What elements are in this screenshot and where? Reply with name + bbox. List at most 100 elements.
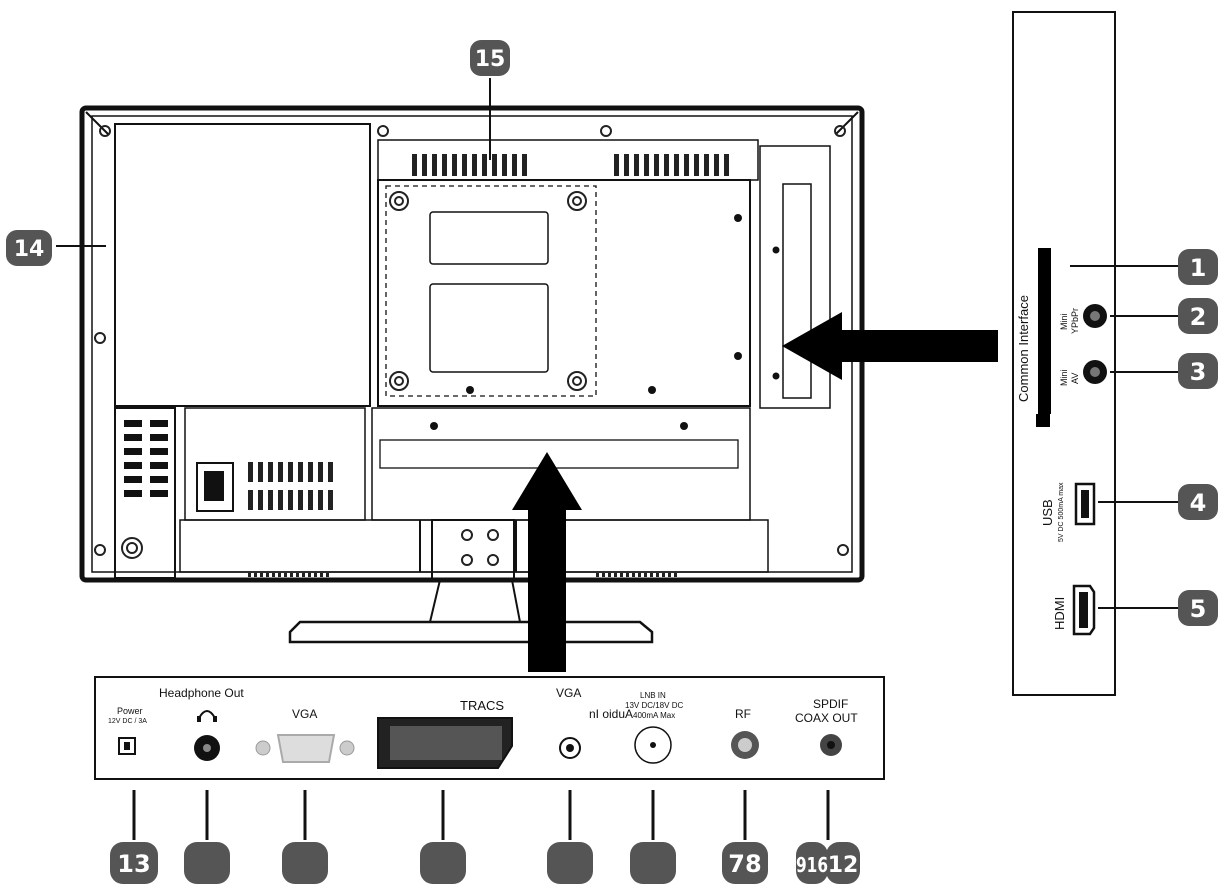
callout-13: 13 (117, 850, 150, 878)
vent-slot (638, 573, 641, 577)
vent-slot (298, 462, 303, 482)
vent-slot (674, 154, 679, 176)
vent-slot (260, 573, 263, 577)
mini-ypbpr-label-2: YPbPr (1070, 308, 1080, 334)
callout-4: 4 (1190, 489, 1207, 517)
mini-ypbpr-label-1: Mini (1059, 313, 1069, 330)
callout-badge-14 (6, 230, 52, 266)
vent-slot (662, 573, 665, 577)
callout-badge-12 (826, 842, 860, 884)
callout-badge-2 (1178, 298, 1218, 334)
spdif-label-1: SPDIF (813, 697, 848, 711)
vent-slot (724, 154, 729, 176)
vent-slot (632, 573, 635, 577)
vent-slot (608, 573, 611, 577)
vent-slots (248, 154, 729, 577)
terminal-jack (124, 476, 142, 483)
vent-slot (472, 154, 477, 176)
terminal-jack (124, 462, 142, 469)
arrow-left (782, 312, 998, 380)
callout-badge-blank-5 (630, 842, 676, 884)
callout-1: 1 (1190, 254, 1207, 282)
vent-slot (442, 154, 447, 176)
vent-slot (626, 573, 629, 577)
callout-badge-916 (796, 842, 828, 884)
vent-slot (278, 490, 283, 510)
vent-slot (290, 573, 293, 577)
vent-slot (318, 490, 323, 510)
callout-78: 78 (728, 850, 761, 878)
terminal-jack (124, 490, 142, 497)
vent-slot (268, 462, 273, 482)
vent-slot (266, 573, 269, 577)
side-panel: Common Interface Mini YPbPr Mini AV USB … (1012, 11, 1116, 696)
vent-slot (308, 490, 313, 510)
vent-slot (328, 462, 333, 482)
lnb-label-1: LNB IN (640, 691, 666, 700)
vent-slot (614, 154, 619, 176)
side-leader-lines (56, 78, 1178, 609)
vent-slot (644, 154, 649, 176)
power-label: Power (117, 706, 143, 716)
screw-dots (430, 214, 780, 430)
vent-slot (302, 573, 305, 577)
vent-slot (284, 573, 287, 577)
vent-slot (288, 462, 293, 482)
vent-slot (326, 573, 329, 577)
vent-slot (614, 573, 617, 577)
vent-slot (644, 573, 647, 577)
vent-slot (462, 154, 467, 176)
vent-slot (502, 154, 507, 176)
common-interface-label: Common Interface (1016, 295, 1031, 402)
callout-badge-1 (1178, 249, 1218, 285)
headphone-out-label: Headphone Out (159, 686, 244, 700)
callout-badge-blank-3 (420, 842, 466, 884)
rf-label: RF (735, 707, 751, 721)
vent-slot (248, 462, 253, 482)
vent-slot (704, 154, 709, 176)
vent-slot (258, 462, 263, 482)
callout-12: 12 (828, 853, 859, 878)
terminal-jack (124, 434, 142, 441)
callout-numbers: 15 14 1 2 3 4 5 13 78 916 12 (14, 47, 1207, 878)
callout-2: 2 (1190, 303, 1207, 331)
spdif-label-2: COAX OUT (795, 711, 858, 725)
mini-av-label-2: AV (1070, 373, 1080, 384)
bottom-panel: Power 12V DC / 3A Headphone Out VGA TRAC… (94, 676, 885, 780)
vent-slot (620, 573, 623, 577)
callout-3: 3 (1190, 358, 1207, 386)
terminal-jack (150, 434, 168, 441)
vent-slot (596, 573, 599, 577)
vent-slot (684, 154, 689, 176)
terminal-jack (150, 420, 168, 427)
vent-slot (674, 573, 677, 577)
callout-badges (6, 40, 1218, 884)
vent-slot (422, 154, 427, 176)
vent-slot (602, 573, 605, 577)
vga-label-2: VGA (556, 686, 581, 700)
terminal-jack (150, 448, 168, 455)
usb-label: USB (1040, 499, 1055, 526)
terminal-jack (124, 420, 142, 427)
hdmi-label: HDMI (1052, 597, 1067, 630)
mini-av-label-1: Mini (1059, 369, 1069, 386)
terminal-jack (150, 462, 168, 469)
vent-slot (272, 573, 275, 577)
terminal-jack (150, 476, 168, 483)
callout-916: 916 (796, 853, 828, 877)
vent-slot (254, 573, 257, 577)
power-switch (196, 462, 234, 512)
power-spec-label: 12V DC / 3A (108, 718, 147, 725)
vent-slot (278, 462, 283, 482)
vent-slot (288, 490, 293, 510)
callout-14: 14 (14, 237, 45, 262)
lnb-label-3: 400mA Max (633, 711, 675, 720)
terminal-jack (124, 448, 142, 455)
vent-slot (314, 573, 317, 577)
vent-slot (298, 490, 303, 510)
terminal-jack (150, 490, 168, 497)
vent-slot (522, 154, 527, 176)
vent-slot (268, 490, 273, 510)
callout-15: 15 (475, 47, 506, 72)
vent-slot (248, 490, 253, 510)
